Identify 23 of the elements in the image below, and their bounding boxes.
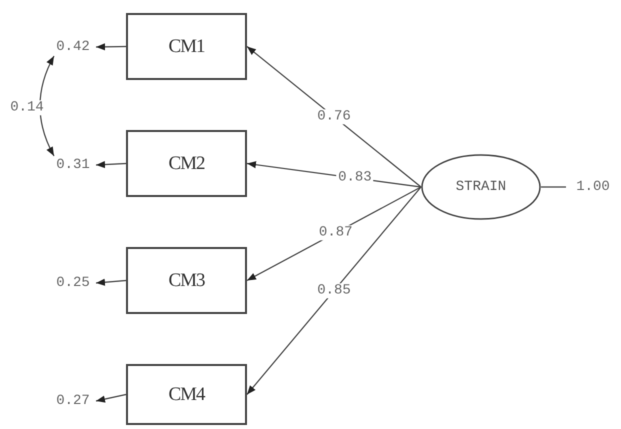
edge-label: 0.14 [8, 100, 46, 116]
value-label: 0.27 [50, 392, 96, 410]
variable-name: CM3 [168, 270, 205, 292]
variable-box [126, 13, 247, 80]
arrow [96, 43, 126, 50]
variable-box [126, 130, 247, 197]
latent-name: STRAIN [456, 179, 506, 195]
variable-name: CM1 [168, 36, 205, 58]
value-label: 1.00 [566, 178, 620, 196]
arrow [246, 46, 422, 188]
edge-label: 0.85 [315, 283, 353, 298]
arrow [246, 186, 422, 395]
arrow [96, 278, 126, 286]
variable-name: CM2 [168, 152, 205, 174]
variable-name: CM4 [168, 384, 205, 406]
variable-box [126, 364, 247, 425]
edge-label: 0.76 [315, 109, 353, 124]
value-label: 0.42 [50, 38, 96, 56]
variable-box [126, 247, 247, 314]
value-label: 0.31 [50, 156, 96, 174]
arrow [96, 160, 126, 168]
value-label: 0.25 [50, 274, 96, 292]
arrow [96, 394, 126, 403]
